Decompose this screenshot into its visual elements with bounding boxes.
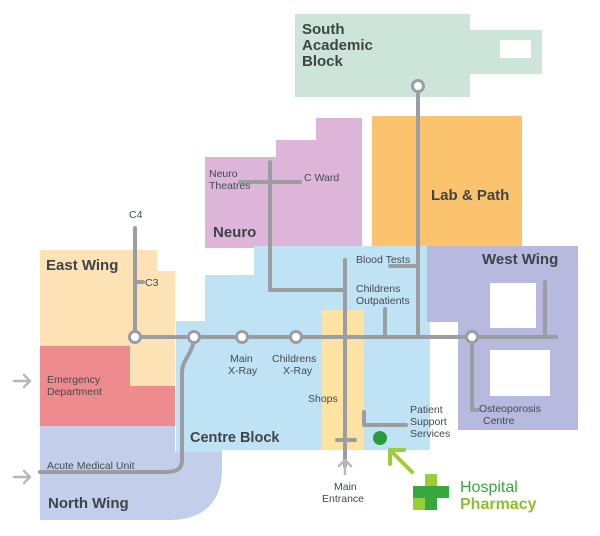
childrens-xray-label-1: Childrens: [272, 353, 316, 365]
neuro-theatres-label-1: Neuro: [209, 168, 238, 180]
pharmacy-location-dot[interactable]: [373, 431, 387, 445]
childrens-outpatients-label-1: Childrens: [356, 283, 400, 295]
main-xray-label-1: Main: [230, 353, 253, 365]
pharmacy-logo-line1: Hospital: [460, 479, 518, 496]
node-north-wing[interactable]: [187, 330, 201, 344]
main-xray-label-2: X-Ray: [228, 365, 258, 377]
main-entrance-arrow-icon: [337, 458, 353, 476]
neuro-label: Neuro: [213, 224, 256, 241]
emergency-entrance-arrow-icon: [12, 373, 32, 389]
emergency-label-1: Emergency: [47, 374, 101, 386]
neuro-theatres-label-2: Theatres: [209, 180, 250, 192]
south-academic-label-3: Block: [302, 53, 344, 70]
osteoporosis-label-1: Osteoporosis: [479, 403, 541, 415]
childrens-xray-label-2: X-Ray: [283, 365, 313, 377]
lab-path-block[interactable]: [372, 116, 522, 246]
block-labels: South Academic Block Lab & Path Neuro We…: [46, 21, 558, 512]
lab-path-label: Lab & Path: [431, 187, 509, 204]
corridors: [38, 84, 558, 474]
pharmacy-cross-icon: [413, 474, 449, 510]
west-wing-label: West Wing: [482, 251, 558, 268]
blood-tests-label: Blood Tests: [356, 254, 410, 266]
centre-block-label: Centre Block: [190, 430, 280, 446]
south-academic-label-1: South: [302, 21, 345, 38]
pharmacy-logo-line2: Pharmacy: [460, 496, 537, 513]
node-south-academic[interactable]: [411, 79, 425, 93]
c-ward-label: C Ward: [304, 172, 339, 184]
shops-label: Shops: [308, 393, 338, 405]
patient-support-label-3: Services: [410, 428, 450, 440]
c3-label: C3: [145, 277, 159, 289]
east-wing-label: East Wing: [46, 257, 118, 274]
acute-entrance-arrow-icon: [12, 469, 32, 485]
node-childrens-xray[interactable]: [289, 330, 303, 344]
node-west-wing[interactable]: [465, 330, 479, 344]
patient-support-corridor: [362, 410, 408, 427]
childrens-outpatients-label-2: Outpatients: [356, 295, 410, 307]
main-entrance-label-1: Main: [334, 481, 357, 493]
corridor-nodes: [128, 79, 479, 344]
north-wing-corridor: [38, 335, 196, 474]
c4-label: C4: [129, 209, 143, 221]
emergency-label-2: Department: [47, 386, 102, 398]
entrance-arrows: [12, 373, 353, 485]
centre-block[interactable]: [176, 246, 430, 479]
neuro-block[interactable]: [205, 118, 362, 275]
acute-medical-unit-label: Acute Medical Unit: [47, 460, 135, 472]
west-wing-window-lower: [490, 350, 550, 396]
hospital-pharmacy-logo[interactable]: Hospital Pharmacy: [413, 474, 537, 513]
patient-support-label-1: Patient: [410, 404, 443, 416]
emergency-block[interactable]: [40, 346, 175, 426]
west-wing-corridor-down: [470, 335, 480, 412]
north-wing-label: North Wing: [48, 495, 129, 512]
south-academic-window: [500, 40, 531, 58]
osteoporosis-label-2: Centre: [483, 415, 515, 427]
west-wing-window-upper: [490, 283, 536, 328]
patient-support-label-2: Support: [410, 416, 447, 428]
location-labels: Neuro Theatres C Ward C4 C3 Blood Tests …: [47, 168, 541, 505]
main-entrance-label-2: Entrance: [322, 493, 364, 505]
node-east-wing[interactable]: [128, 330, 142, 344]
node-main-xray[interactable]: [235, 330, 249, 344]
pharmacy-pointer-arrow-icon: [388, 448, 414, 474]
south-academic-block[interactable]: [295, 14, 542, 97]
south-academic-label-2: Academic: [302, 37, 373, 54]
neuro-corridor: [238, 160, 347, 292]
